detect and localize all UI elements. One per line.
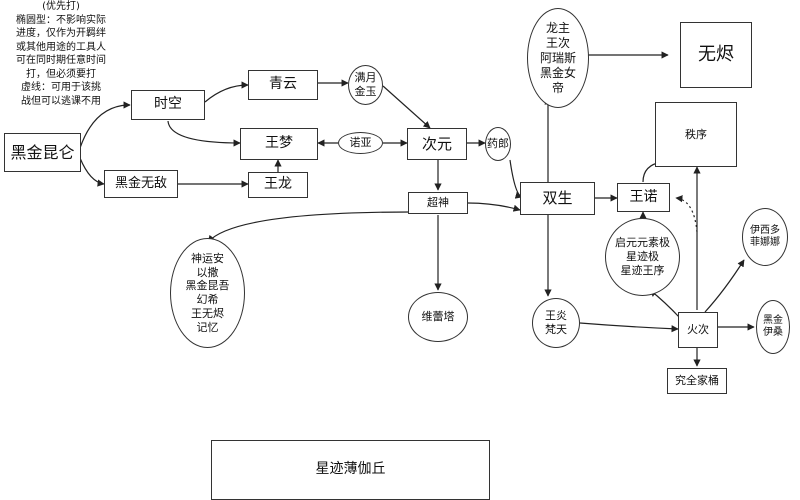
node-shikong: 时空: [131, 90, 205, 120]
node-wangyan-fantian: 王炎 梵天: [532, 298, 580, 348]
edge-huoci-yixiduo: [704, 259, 745, 313]
node-weileita: 维蕾塔: [408, 292, 468, 342]
node-longzhu-group: 龙主 王次 阿瑞斯 黑金女 帝: [527, 8, 589, 108]
node-chaoshen: 超神: [408, 192, 468, 214]
edge-chaoshen-shuangsheng: [467, 202, 521, 212]
node-shuangsheng: 双生: [520, 182, 595, 215]
edge-huoci-qiyuan: [649, 289, 681, 319]
node-yixiduo-feinana: 伊西多 菲娜娜: [742, 208, 788, 266]
node-heijin-kunlun: 黑金昆仑: [4, 133, 81, 172]
edge-shikong-qingyun: [204, 81, 249, 103]
node-wanglong: 王龙: [248, 172, 308, 198]
edge-chaoshen-group: [207, 211, 411, 243]
edge-manyue-ciyuan: [382, 85, 431, 129]
node-huoci: 火次: [678, 312, 718, 348]
edge-kunlun-shikong: [79, 101, 131, 149]
node-wujin: 无烬: [680, 22, 752, 88]
edge-kunlun-wudi: [79, 157, 105, 187]
node-zhixu: 秩序: [655, 102, 737, 167]
node-manyue-jinyu: 满月 金玉: [348, 65, 383, 105]
node-yaolang: 药郎: [485, 127, 511, 161]
edge-shikong-wangmeng: [167, 120, 241, 147]
node-wanquan-jiatong: 究全家桶: [667, 368, 727, 394]
node-shenyun-group: 神运安 以撒 黑金昆吾 幻希 王无烬 记忆: [170, 238, 245, 348]
node-wangnuo: 王诺: [617, 183, 670, 212]
node-heijin-wudi: 黑金无敌: [104, 170, 178, 198]
node-qingyun: 青云: [248, 70, 318, 100]
edge-wangyan-huoci: [579, 322, 679, 333]
node-ciyuan: 次元: [407, 128, 467, 160]
node-wangmeng: 王梦: [240, 128, 318, 160]
node-xingji-bogaqiu: 星迹薄伽丘: [211, 440, 490, 500]
legend-note: (优先打) 椭圆型：不影响实际 进度，仅作为开羁绊 或其他用途的工具人 可在同时…: [16, 1, 106, 107]
node-heijin-yisang: 黑金 伊桑: [756, 300, 790, 354]
node-qiyuan-group: 启元元素极 星迹极 星迹王序: [605, 218, 680, 296]
edge-huoci-wangnuo-dashed: [675, 195, 698, 233]
node-nuoya: 诺亚: [338, 132, 383, 154]
